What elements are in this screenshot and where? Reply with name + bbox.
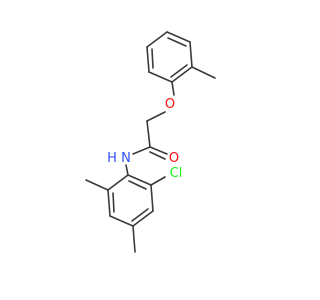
- methyl-bond: [191, 66, 216, 79]
- bond: [146, 120, 151, 148]
- bond: [128, 180, 147, 190]
- methyl-bond: [85, 179, 109, 191]
- top-benzene-ring: [146, 31, 193, 83]
- methyl-bond: [132, 225, 136, 253]
- ether-oxygen-label: O: [165, 97, 175, 112]
- bond: [132, 210, 154, 227]
- bond: [107, 174, 129, 191]
- chlorine-label: Cl: [170, 166, 183, 181]
- bond: [166, 31, 191, 43]
- bond: [171, 66, 193, 83]
- bond: [109, 215, 134, 227]
- bottom-benzene-ring: [107, 174, 154, 227]
- carbonyl-double-bond: [149, 151, 166, 160]
- bond: [170, 64, 188, 78]
- bond: [189, 41, 193, 68]
- amide-hydrogen-label: H: [107, 151, 117, 166]
- bond: [150, 184, 154, 212]
- bond: [131, 208, 149, 222]
- bond: [125, 164, 129, 176]
- bond: [146, 111, 166, 122]
- bond: [167, 37, 187, 47]
- bond: [132, 146, 151, 155]
- bond: [107, 189, 111, 217]
- bond: [151, 48, 154, 69]
- carbonyl-oxygen-label: O: [169, 151, 179, 166]
- amide-nitrogen-label: N: [121, 151, 131, 166]
- bond: [146, 46, 150, 73]
- bond: [146, 31, 168, 48]
- bond: [127, 174, 152, 186]
- molecule-structure-diagram: O O N H Cl: [85, 31, 216, 253]
- chlorine-bond: [150, 176, 166, 186]
- bond: [148, 71, 173, 83]
- carbonyl-double-bond: [149, 146, 168, 155]
- bond: [112, 192, 115, 213]
- bond: [171, 81, 175, 96]
